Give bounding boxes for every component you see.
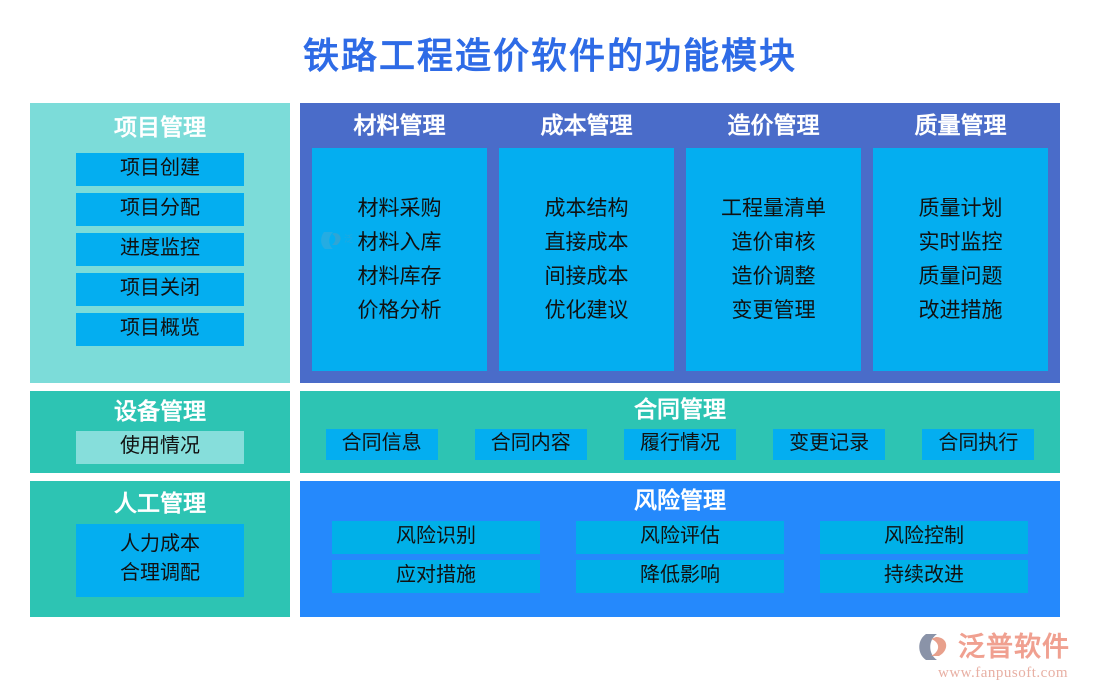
button-risk-identification[interactable]: 风险识别 xyxy=(332,521,540,554)
module-title-cost-estimation: 造价管理 xyxy=(727,112,820,138)
module-item-material-inbound[interactable]: 材料入库 xyxy=(357,231,442,255)
logo-brand-text: 泛普软件 xyxy=(958,631,1070,662)
button-project-create[interactable]: 项目创建 xyxy=(76,153,244,186)
button-labor-cost[interactable]: 人力成本 xyxy=(120,533,200,555)
module-item-quality-issue[interactable]: 质量问题 xyxy=(918,265,1003,289)
panel-contract-management: 合同管理 合同信息 合同内容 履行情况 变更记录 合同执行 xyxy=(300,391,1060,473)
page-title: 铁路工程造价软件的功能模块 xyxy=(302,35,797,76)
row-equipment-and-contract: 设备管理 使用情况 合同管理 合同信息 合同内容 履行情况 变更记录 合同执行 xyxy=(30,391,1060,473)
panel-title-labor-management: 人工管理 xyxy=(114,490,206,516)
button-risk-control[interactable]: 风险控制 xyxy=(820,521,1028,554)
button-change-record[interactable]: 变更记录 xyxy=(773,429,886,460)
button-contract-info[interactable]: 合同信息 xyxy=(325,429,438,460)
module-item-cost-structure[interactable]: 成本结构 xyxy=(544,196,629,220)
button-usage-status[interactable]: 使用情况 xyxy=(76,431,244,464)
module-item-direct-cost[interactable]: 直接成本 xyxy=(544,231,629,255)
panel-labor-management: 人工管理 人力成本 合理调配 xyxy=(30,481,290,617)
contract-button-group: 合同信息 合同内容 履行情况 变更记录 合同执行 xyxy=(306,429,1054,460)
row-project-and-modules: 项目管理 项目创建 项目分配 进度监控 项目关闭 项目概览 材料管理 材料采购 … xyxy=(30,103,1060,383)
panel-title-equipment-management: 设备管理 xyxy=(114,398,206,424)
button-continuous-improvement[interactable]: 持续改进 xyxy=(820,560,1028,593)
module-card-cost-estimation: 工程量清单 造价审核 造价调整 变更管理 xyxy=(686,148,861,371)
button-progress-monitor[interactable]: 进度监控 xyxy=(76,233,244,266)
fanpu-logo-icon xyxy=(919,634,947,660)
button-response-measure[interactable]: 应对措施 xyxy=(332,560,540,593)
module-item-material-purchase[interactable]: 材料采购 xyxy=(357,196,442,220)
module-card-material: 材料采购 材料入库 材料库存 价格分析 xyxy=(312,148,487,371)
panel-title-contract-management: 合同管理 xyxy=(634,396,726,422)
button-performance-status[interactable]: 履行情况 xyxy=(623,429,736,460)
panel-core-modules: 材料管理 材料采购 材料入库 材料库存 价格分析 成本管理 成本结构 直接成本 … xyxy=(300,103,1060,383)
risk-button-group: 风险识别 风险评估 风险控制 应对措施 降低影响 持续改进 xyxy=(314,521,1046,593)
panel-title-risk-management: 风险管理 xyxy=(634,487,726,513)
module-item-optimization-advice[interactable]: 优化建议 xyxy=(544,299,629,323)
module-item-indirect-cost[interactable]: 间接成本 xyxy=(544,265,629,289)
button-project-close[interactable]: 项目关闭 xyxy=(76,273,244,306)
button-reasonable-allocation[interactable]: 合理调配 xyxy=(120,562,200,584)
module-column-quality: 质量管理 质量计划 实时监控 质量问题 改进措施 xyxy=(873,112,1048,371)
module-item-cost-audit[interactable]: 造价审核 xyxy=(731,231,816,255)
panel-equipment-management: 设备管理 使用情况 xyxy=(30,391,290,473)
module-item-quality-plan[interactable]: 质量计划 xyxy=(918,196,1003,220)
module-item-change-management[interactable]: 变更管理 xyxy=(731,299,816,323)
module-item-material-inventory[interactable]: 材料库存 xyxy=(357,265,442,289)
module-title-material: 材料管理 xyxy=(353,112,446,138)
module-column-material: 材料管理 材料采购 材料入库 材料库存 价格分析 xyxy=(312,112,487,371)
logo-row: 泛普软件 xyxy=(916,631,1070,663)
module-column-cost-estimation: 造价管理 工程量清单 造价审核 造价调整 变更管理 xyxy=(686,112,861,371)
button-project-overview[interactable]: 项目概览 xyxy=(76,313,244,346)
module-item-cost-adjustment[interactable]: 造价调整 xyxy=(731,265,816,289)
button-contract-content[interactable]: 合同内容 xyxy=(474,429,587,460)
module-card-cost: 成本结构 直接成本 间接成本 优化建议 xyxy=(499,148,674,371)
panel-project-management: 项目管理 项目创建 项目分配 进度监控 项目关闭 项目概览 xyxy=(30,103,290,383)
module-item-improvement-measure[interactable]: 改进措施 xyxy=(918,299,1003,323)
module-item-bill-of-quantities[interactable]: 工程量清单 xyxy=(721,196,826,220)
button-risk-assessment[interactable]: 风险评估 xyxy=(576,521,784,554)
button-contract-execution[interactable]: 合同执行 xyxy=(922,429,1035,460)
panel-title-project-management: 项目管理 xyxy=(114,114,206,140)
module-card-quality: 质量计划 实时监控 质量问题 改进措施 xyxy=(873,148,1048,371)
logo-url-text: www.fanpusoft.com xyxy=(937,665,1068,681)
row-labor-and-risk: 人工管理 人力成本 合理调配 风险管理 风险识别 风险评估 风险控制 应对措施 … xyxy=(30,481,1060,617)
module-title-quality: 质量管理 xyxy=(914,112,1007,138)
module-item-realtime-monitor[interactable]: 实时监控 xyxy=(918,231,1003,255)
button-reduce-impact[interactable]: 降低影响 xyxy=(576,560,784,593)
labor-item-group: 人力成本 合理调配 xyxy=(76,524,244,597)
panel-risk-management: 风险管理 风险识别 风险评估 风险控制 应对措施 降低影响 持续改进 xyxy=(300,481,1060,617)
module-item-price-analysis[interactable]: 价格分析 xyxy=(357,299,442,323)
module-column-cost: 成本管理 成本结构 直接成本 间接成本 优化建议 xyxy=(499,112,674,371)
button-project-assign[interactable]: 项目分配 xyxy=(76,193,244,226)
brand-logo: 泛普软件 www.fanpusoft.com xyxy=(916,631,1070,682)
module-title-cost: 成本管理 xyxy=(540,112,633,138)
